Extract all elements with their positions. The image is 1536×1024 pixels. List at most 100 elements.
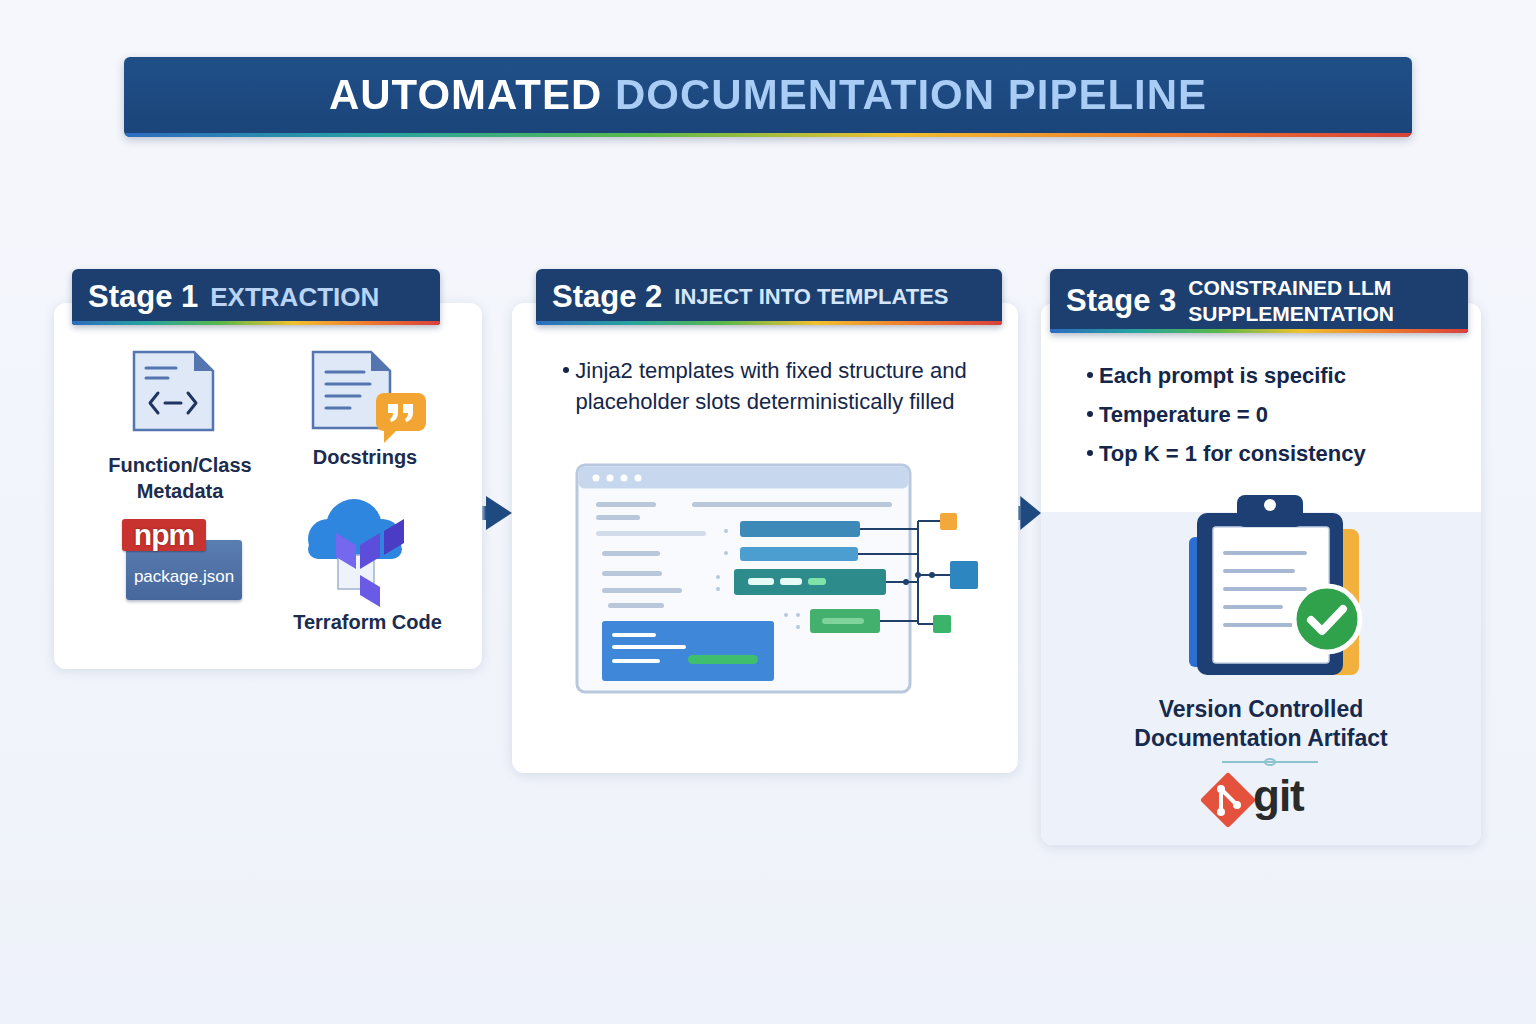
bullet-row: Temperature = 0: [1087, 400, 1467, 430]
svg-rect: [1189, 537, 1219, 667]
npm-badge: npm: [122, 519, 206, 551]
docstring-icon: [313, 352, 426, 443]
svg-path: [1221, 789, 1237, 812]
svg-rect: [596, 531, 706, 536]
artifact-caption: Version Controlled Documentation Artifac…: [1101, 695, 1421, 753]
stage-panel: Stage 1EXTRACTIONFunction/Class Metadata…: [54, 303, 482, 669]
svg-rect: [1213, 527, 1329, 663]
svg-ellipse: [1265, 759, 1275, 765]
svg-path: [1222, 761, 1318, 763]
description-text: Jinja2 templates with fixed structure an…: [575, 358, 966, 414]
svg-g: [596, 502, 892, 629]
file-node: npm package.json: [116, 515, 256, 605]
file-name: package.json: [134, 567, 234, 587]
title-band: AUTOMATED DOCUMENTATION PIPELINE: [124, 57, 1412, 137]
bullet-row: Top K = 1 for consistency: [1087, 439, 1467, 469]
git-logo: [1204, 759, 1318, 824]
svg-path: [388, 404, 398, 422]
terraform-icon: [308, 499, 404, 607]
svg-rect: [577, 465, 910, 692]
svg-rect: [780, 578, 802, 585]
stage-tab: Stage 2INJECT INTO TEMPLATES: [536, 269, 1002, 325]
stage-panel: Stage 2INJECT INTO TEMPLATESJinja2 templ…: [512, 303, 1018, 773]
svg-rect: [940, 513, 957, 530]
stage-number: Stage 2: [552, 279, 662, 315]
svg-circle: [607, 475, 614, 482]
svg-circle: [915, 572, 921, 578]
stage-name: CONSTRAINED LLM SUPPLEMENTATION: [1188, 275, 1438, 327]
setting-text: Temperature = 0: [1099, 402, 1268, 427]
svg-rect: [308, 539, 402, 559]
svg-rect: [692, 502, 892, 507]
svg-circle: [716, 587, 720, 591]
flow-arrow: [482, 496, 512, 530]
svg-rect: [602, 551, 660, 556]
code-file-icon: [134, 352, 213, 430]
svg-rect: [602, 621, 774, 681]
svg-path: [858, 521, 950, 624]
source-item: Function/Class Metadata: [90, 348, 270, 488]
svg-circle: [724, 529, 728, 533]
rainbow-stripe: [1050, 329, 1468, 333]
svg-circle: [362, 519, 402, 559]
svg-circle: [1217, 785, 1225, 793]
svg-circle: [929, 572, 935, 578]
svg-polygon: [336, 533, 356, 569]
svg-rect: [1197, 513, 1343, 675]
svg-polygon: [360, 575, 380, 607]
svg-circle: [621, 475, 628, 482]
svg-circle: [1294, 586, 1360, 652]
stage-number: Stage 1: [88, 279, 198, 315]
bullet-dot: [1087, 450, 1093, 456]
svg-rect: [1237, 495, 1303, 527]
svg-circle: [724, 551, 728, 555]
svg-path: [371, 352, 390, 371]
source-item: Docstrings: [290, 348, 440, 468]
item-caption: Docstrings: [290, 444, 440, 470]
svg-rect: [748, 578, 774, 585]
svg-rect: [740, 547, 858, 561]
bullet-row: Each prompt is specific: [1087, 361, 1467, 391]
svg-rect: [338, 555, 374, 589]
svg-path: [146, 368, 176, 378]
artifact-band: Version Controlled Documentation Artifac…: [1041, 512, 1481, 845]
bullet-dot: [1087, 372, 1093, 378]
svg-rect: [734, 569, 886, 595]
bullet-dot: [1087, 411, 1093, 417]
svg-rect: [810, 609, 880, 633]
rainbow-stripe: [124, 133, 1412, 137]
svg-rect: [1211, 529, 1359, 675]
arrow-shaft: [482, 506, 486, 520]
item-caption: Terraform Code: [280, 609, 455, 635]
svg-circle: [716, 575, 720, 579]
svg-path: [150, 393, 196, 413]
rainbow-stripe: [536, 321, 1002, 325]
stage-name: EXTRACTION: [210, 284, 379, 310]
stage-number: Stage 3: [1066, 283, 1176, 319]
svg-rect: [808, 578, 826, 585]
svg-rect: [950, 561, 978, 589]
svg-path: [134, 352, 213, 430]
svg-path: [403, 404, 413, 422]
svg-rect: [579, 467, 909, 489]
svg-path: [614, 635, 684, 661]
flow-arrow: [1018, 496, 1041, 530]
svg-circle: [1233, 801, 1241, 809]
svg-circle: [796, 613, 800, 617]
rainbow-stripe: [72, 321, 440, 325]
arrow-head: [1020, 496, 1041, 530]
svg-circle: [593, 475, 600, 482]
svg-circle: [308, 519, 348, 559]
svg-path: [326, 372, 370, 408]
svg-polygon: [384, 429, 398, 443]
clipboard-icon: [1189, 495, 1360, 675]
svg-polygon: [384, 519, 404, 555]
svg-path: [313, 352, 390, 428]
bullet-dot: [563, 367, 569, 373]
setting-text: Top K = 1 for consistency: [1099, 441, 1366, 466]
svg-rect: [602, 588, 682, 593]
svg-path: [1225, 553, 1305, 625]
svg-path: [1311, 609, 1343, 631]
svg-rect: [596, 515, 640, 520]
